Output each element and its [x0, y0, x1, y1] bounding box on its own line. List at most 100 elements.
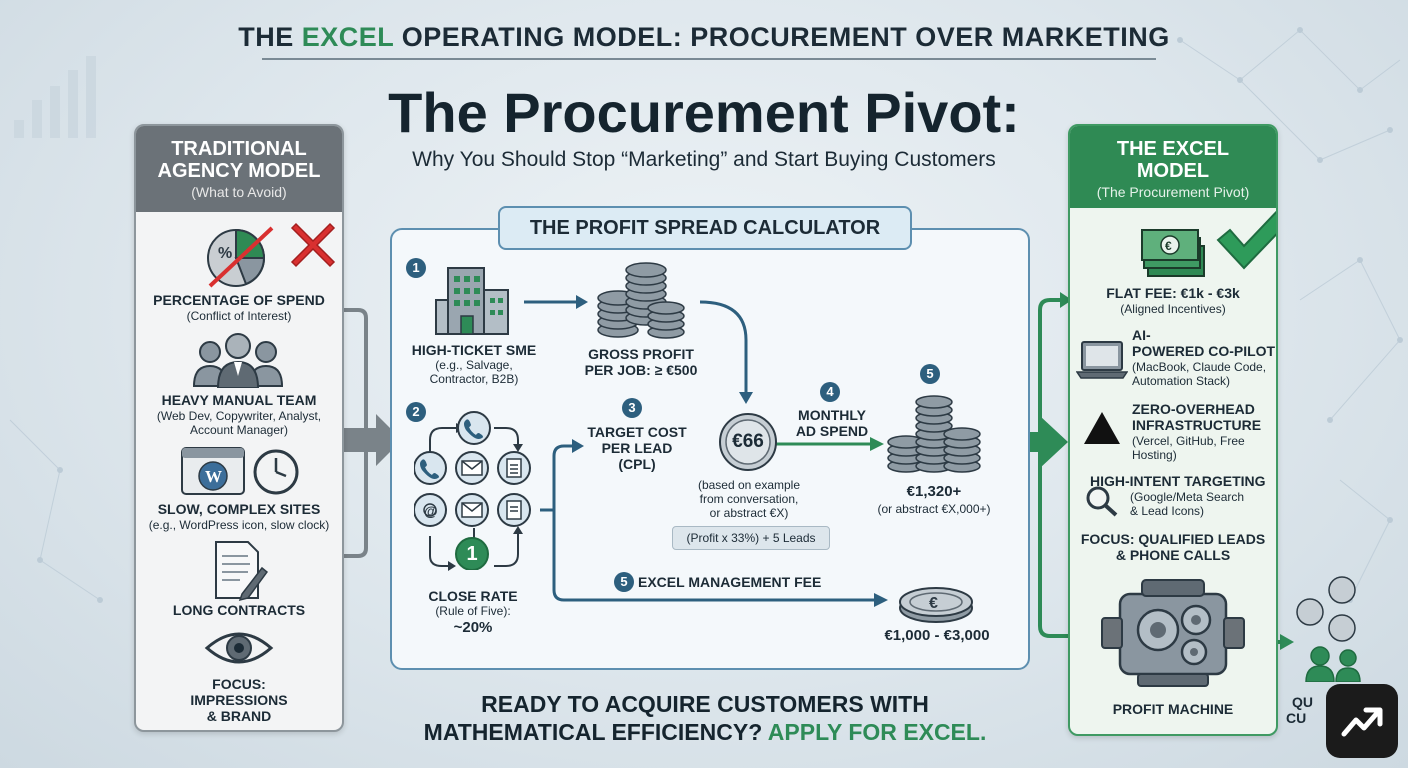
- target-cpl-label-line2: PER LEAD: [601, 440, 673, 456]
- ai-copilot-sub-line2: Automation Stack): [1132, 374, 1231, 388]
- cta-apply-highlight[interactable]: APPLY FOR EXCEL.: [767, 719, 987, 745]
- traditional-agency-panel: TRADITIONAL AGENCY MODEL (What to Avoid)…: [134, 124, 344, 732]
- ad-spend-value: €1,320+: [906, 483, 962, 500]
- main-subtitle: Why You Should Stop “Marketing” and Star…: [412, 148, 996, 171]
- cpl-note-line3: or abstract €X): [709, 506, 789, 520]
- close-rate-badge: 1: [466, 543, 478, 565]
- cpl-formula: (Profit x 33%) + 5 Leads: [672, 526, 830, 550]
- ad-spend-label-line2: AD SPEND: [795, 423, 869, 439]
- qualified-customers-label-line2: CU: [1286, 710, 1307, 726]
- svg-text:€: €: [1165, 239, 1172, 253]
- main-title: The Procurement Pivot:: [388, 81, 1020, 144]
- top-title-rule: [262, 58, 1156, 60]
- cpl-coin-icon: [719, 413, 777, 471]
- vercel-triangle-icon: [1084, 412, 1120, 444]
- close-rate-label: CLOSE RATE: [428, 588, 518, 604]
- high-intent-sub-line1: (Google/Meta Search: [1130, 490, 1245, 504]
- customers-coins-icon: [1296, 576, 1361, 682]
- cta-line2: MATHEMATICAL EFFICIENCY? APPLY FOR EXCEL…: [423, 719, 987, 745]
- left-item-team-sub1: (Web Dev, Copywriter, Analyst,: [156, 409, 322, 423]
- contract-document-icon: [215, 541, 268, 602]
- right-panel-header: THE EXCEL MODEL (The Procurement Pivot): [1070, 126, 1276, 208]
- profit-machine-label: PROFIT MACHINE: [1112, 701, 1234, 717]
- trending-badge[interactable]: [1326, 684, 1398, 758]
- management-fee-label: EXCEL MANAGEMENT FEE: [638, 574, 822, 590]
- gross-profit-label-line1: GROSS PROFIT: [588, 346, 694, 362]
- ad-spend-coin-stacks-icon: [887, 395, 981, 473]
- zero-overhead-label-line2: INFRASTRUCTURE: [1132, 417, 1262, 433]
- laptop-icon: [1076, 341, 1128, 379]
- left-item-sites-sub: (e.g., WordPress icon, slow clock): [148, 518, 330, 532]
- gross-profit-label-line2: PER JOB: ≥ €500: [584, 362, 698, 378]
- pie-chart-icon: %: [207, 226, 274, 288]
- cta-line1: READY TO ACQUIRE CUSTOMERS WITH: [481, 691, 929, 717]
- office-building-icon: [435, 267, 509, 335]
- flat-fee-label: FLAT FEE: €1k - €3k: [1106, 285, 1240, 301]
- left-item-percentage-label: PERCENTAGE OF SPEND: [153, 292, 325, 308]
- zero-overhead-label-line1: ZERO-OVERHEAD: [1132, 401, 1255, 417]
- focus-label-line1: FOCUS: QUALIFIED LEADS: [1080, 531, 1266, 547]
- step-1-badge: 1: [406, 258, 426, 278]
- team-icon: [192, 333, 284, 388]
- phone-icon: [457, 411, 491, 445]
- fee-coin-icon: €: [899, 587, 973, 623]
- cash-bills-icon: €: [1141, 229, 1205, 277]
- right-panel-title-line2: MODEL: [1136, 160, 1210, 182]
- svg-text:@: @: [424, 503, 438, 519]
- eye-icon: [204, 632, 274, 664]
- profit-machine-engine-icon: [1101, 579, 1245, 687]
- focus-label-line2: & PHONE CALLS: [1115, 547, 1231, 563]
- step-4-badge: 4: [820, 382, 840, 402]
- target-cpl-label-line3: (CPL): [618, 456, 656, 472]
- left-panel-title-line1: TRADITIONAL: [171, 138, 307, 160]
- red-x-icon: [290, 222, 336, 268]
- ai-copilot-label-line2: POWERED CO-PILOT: [1132, 343, 1276, 359]
- cpl-value: €66: [732, 431, 764, 452]
- left-item-team-label: HEAVY MANUAL TEAM: [161, 392, 317, 408]
- left-item-percentage-sub: (Conflict of Interest): [186, 309, 292, 323]
- high-intent-sub-line2: & Lead Icons): [1130, 504, 1205, 518]
- close-rate-value: ~20%: [453, 619, 493, 636]
- excel-model-panel: THE EXCEL MODEL (The Procurement Pivot) …: [1068, 124, 1278, 736]
- step-5-badge-fee: 5: [614, 572, 634, 592]
- search-magnifier-icon: [1086, 486, 1118, 517]
- right-panel-subtitle: (The Procurement Pivot): [1096, 184, 1250, 200]
- left-item-team-sub2: Account Manager): [189, 423, 289, 437]
- sme-sub-line2: Contractor, B2B): [429, 372, 519, 386]
- svg-text:€: €: [929, 595, 938, 612]
- wordpress-window-icon: W: [181, 447, 245, 495]
- zero-overhead-sub-line1: (Vercel, GitHub, Free: [1132, 434, 1245, 448]
- left-item-focus-label3: & BRAND: [206, 708, 272, 724]
- left-panel-header: TRADITIONAL AGENCY MODEL (What to Avoid): [136, 126, 342, 212]
- management-fee-value: €1,000 - €3,000: [884, 627, 990, 644]
- top-title-highlight: EXCEL: [301, 22, 394, 52]
- cpl-note-line1: (based on example: [697, 478, 801, 492]
- ai-copilot-label-line1: AI-: [1132, 327, 1151, 343]
- ai-copilot-sub-line1: (MacBook, Claude Code,: [1132, 360, 1267, 374]
- green-check-icon: [1216, 210, 1276, 270]
- step-2-badge: 2: [406, 402, 426, 422]
- coin-stacks-icon: [597, 262, 685, 339]
- step-5-badge-adspend: 5: [920, 364, 940, 384]
- left-panel-subtitle: (What to Avoid): [191, 184, 287, 200]
- close-rate-sub: (Rule of Five):: [435, 604, 511, 618]
- step-3-badge: 3: [622, 398, 642, 418]
- calculator-title: THE PROFIT SPREAD CALCULATOR: [498, 206, 912, 250]
- target-cpl-label-line1: TARGET COST: [587, 424, 687, 440]
- left-panel-title-line2: AGENCY MODEL: [157, 160, 321, 182]
- lead-channels-cycle: @: [414, 411, 531, 570]
- cpl-note-line2: from conversation,: [699, 492, 799, 506]
- sme-label: HIGH-TICKET SME: [411, 342, 537, 358]
- left-item-sites-label: SLOW, COMPLEX SITES: [157, 501, 321, 517]
- svg-text:W: W: [205, 467, 222, 486]
- sme-sub-line1: (e.g., Salvage,: [435, 358, 513, 372]
- ad-spend-note: (or abstract €X,000+): [877, 502, 991, 516]
- top-title: THE EXCEL OPERATING MODEL: PROCUREMENT O…: [238, 22, 1170, 52]
- slow-clock-icon: [253, 449, 299, 495]
- left-item-contracts-label: LONG CONTRACTS: [172, 602, 306, 618]
- svg-text:%: %: [218, 245, 232, 262]
- right-panel-title-line1: THE EXCEL: [1116, 138, 1230, 160]
- high-intent-label: HIGH-INTENT TARGETING: [1090, 473, 1266, 489]
- flat-fee-sub: (Aligned Incentives): [1120, 302, 1226, 316]
